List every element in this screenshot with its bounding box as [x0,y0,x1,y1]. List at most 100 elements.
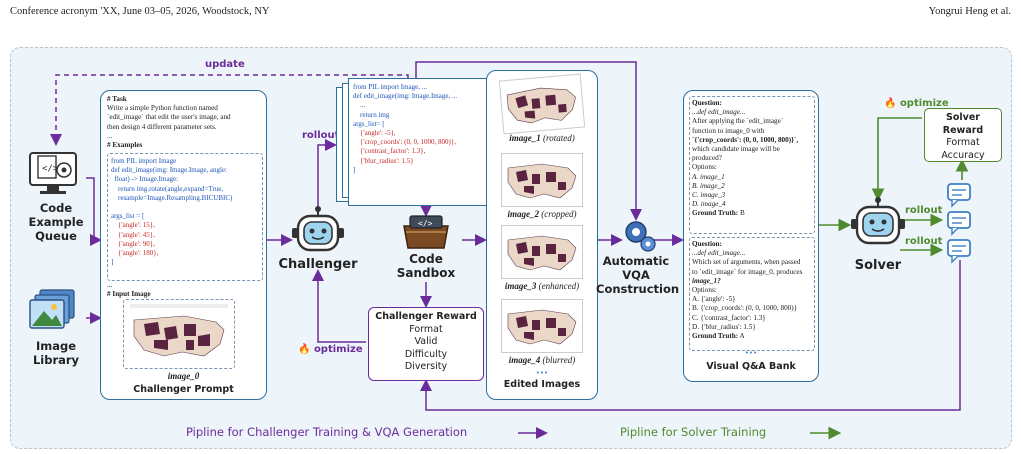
qa2-option-d: D. {'blur_radius': 1.5} [692,322,756,331]
doc-code-line: ... [353,101,366,110]
update-label: update [205,59,245,70]
qa1-option-d: D. image_4 [692,200,726,209]
task-line-2: `edit_image` that edit the user's image,… [107,113,231,122]
solver-feedback-arrow [420,260,961,411]
edited-image-op: (enhanced) [538,281,580,291]
queue-to-prompt-arrow [86,177,102,246]
qa2-options-head: Options: [692,286,717,295]
qa2-question-head: Question: [692,240,722,248]
solver-reward-accuracy: Accuracy [941,149,985,161]
qa2-gt-head: Ground Truth: [692,332,739,341]
prompt-code-line: {'angle': 15}, [111,221,155,230]
challenger-prompt-title: Challenger Prompt [133,384,234,395]
edited-images-box: image_1 (rotated) image_2 (cropped) image_… [486,70,598,400]
doc-code-line: ] [353,165,356,174]
doc-code-line: {'contrast_factor': 1.3}, [353,147,426,156]
image-library-label-2: Library [32,353,80,367]
qa2-line-1: ...def edit_image... [692,249,746,258]
code-queue-label-1: Code [39,201,73,215]
edited-image-caption-1: image_1 (rotated) [487,133,597,143]
qa1-line-2: After applying the `edit_image` [692,117,784,126]
solver-reward-box: Solver Reward Format Accuracy [924,108,1002,162]
edited-image-caption-2: image_2 (cropped) [487,209,597,219]
challenger-reward-difficulty: Difficulty [404,348,448,360]
edited-image-name: image_1 [509,133,541,143]
optimize-text: optimize [313,344,363,355]
qa2-line-2: Which set of arguments, when passed [692,258,801,267]
auto-vqa-label-2: VQA [622,268,650,282]
qa-bank-title: Visual Q&A Bank [706,361,796,372]
prompt-code-line: ] [111,258,114,267]
qa1-question-head: Question: [692,99,722,107]
solver-label: Solver [854,258,902,273]
header-right: Yongrui Heng et al. [928,6,1011,17]
edited-image-name: image_3 [504,281,537,291]
doc-code-line: def edit_image(img: Image.Image, ... [353,92,458,101]
update-arrow [50,74,409,146]
challenger-reward-title: Challenger Reward [375,311,477,322]
challenger-reward-box: Challenger Reward Format Valid Difficult… [368,307,484,381]
doc-to-vqa-arrow [415,61,642,221]
qa-card-1: Question: ...def edit_image... After app… [689,96,815,234]
edited-image-thumb-2 [501,153,583,207]
prompt-code-line: from PIL import Image [111,157,177,165]
challenger-optimize-label: 🔥 optimize [298,344,363,355]
solver-optimize-label: 🔥 optimize [884,98,949,109]
task-heading: # Task [107,95,127,103]
doc-code-line: args_list= [ [353,119,385,128]
edited-image-caption-4: image_4 (blurred) [487,355,597,365]
qa2-line-3: to `edit_image` for image_0, produces [692,267,803,276]
qa2-option-b: B. {'crop_coords': (0, 0, 1000, 800)} [692,304,798,313]
qa2-line-4: image_1? [692,276,721,285]
solver-optimize-arrow [871,117,922,202]
generated-code-document: from PIL import Image, ...def edit_image… [348,78,490,206]
auto-vqa-label-1: Automatic [602,254,670,268]
edited-image-caption-3: image_3 (enhanced) [487,281,597,291]
prompt-code-line: {'angle': 180}, [111,249,159,258]
solver-rollout-label-1: rollout [905,205,943,216]
prompt-code-line: {'angle': 45}, [111,230,155,239]
doc-code-line: from PIL import Image, ... [353,83,428,91]
prompt-ellipsis-2: ... [107,281,113,289]
legend-challenger: Pipline for Challenger Training & VQA Ge… [186,425,468,439]
qa1-line-1: ...def edit_image... [692,108,746,117]
qa-card-2: Question: ...def edit_image... Which set… [689,237,815,351]
task-line-3: then design 4 different parameter sets. [107,122,217,131]
challenger-reward-valid: Valid [414,336,438,347]
reward-to-challenger-arrow [312,269,366,343]
edited-images-title: Edited Images [503,379,581,390]
challenger-rollout-arrow [317,139,337,210]
qa1-option-c: C. image_3 [692,191,726,200]
header-left: Conference acronym 'XX, June 03–05, 2026… [10,6,270,17]
doc-code-line: {'crop_coords': (0, 0, 1000, 800)}, [353,138,456,147]
qa2-option-a: A. {'angle': -5} [692,295,736,304]
qa-bank-box: Question: ...def edit_image... After app… [683,90,819,382]
image-0-label: image_0 [167,371,200,381]
qa2-option-c: C. {'contrast_factor': 1.3} [692,313,766,322]
fire-icon: 🔥 [884,98,897,109]
code-queue-label-2: Example [28,215,84,229]
us-map-image-0 [130,304,228,357]
prompt-code-line: args_list = [ [111,212,145,221]
code-sandbox-label-2: Sandbox [396,266,456,280]
qa1-options-head: Options: [692,163,717,172]
svg-text:</>: </> [418,219,433,228]
code-sandbox-label-1: Code [409,252,443,266]
prompt-code-line: return img.rotate(angle,expand=True, [111,184,224,193]
edited-image-thumb-4 [501,299,583,353]
task-line-1: Write a simple Python function named [107,104,218,113]
qa1-option-b: B. image_2 [692,181,725,190]
edited-image-op: (blurred) [542,355,576,365]
prompt-code-line: float) -> Image.Image: [111,175,179,184]
svg-text:</>: </> [42,164,59,174]
edited-image-op: (rotated) [543,133,575,143]
qa1-line-4: `{'crop_coords': (0, 0, 1000, 800)}`, [692,135,799,144]
qa1-option-a: A. image_1 [692,172,725,181]
